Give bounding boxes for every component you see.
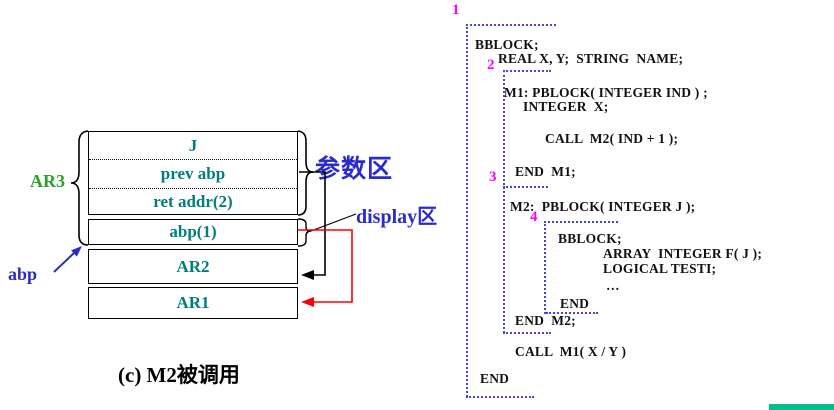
slide-accent-bar (769, 404, 834, 410)
scope-marker-4: 4 (530, 209, 538, 225)
code-line-real-decl: REAL X, Y; STRING NAME; (498, 51, 684, 66)
stack-row-j: J (188, 135, 198, 155)
code-line-array-decl: ARRAY INTEGER F( J ); (603, 246, 763, 261)
ar3-brace (70, 130, 89, 246)
ar3-brace-label: AR3 (30, 171, 65, 191)
scope2-bottom-border (503, 332, 551, 334)
display-area-brace (297, 218, 312, 247)
scope2-top-border (503, 70, 551, 72)
code-line-call-m1: CALL M1( X / Y ) (515, 344, 627, 359)
scope4-top-border (544, 221, 618, 223)
code-line-call-m2: CALL M2( IND + 1 ); (545, 131, 679, 146)
code-line-inner-end: END (560, 296, 590, 311)
param-area-label: 参数区 (315, 155, 394, 183)
abp1-box: abp(1) (88, 219, 298, 245)
display-link-arrowhead (301, 297, 314, 307)
prev-abp-link-line (299, 171, 326, 276)
ar2-frame-box: AR2 (88, 249, 298, 284)
scope1-bottom-border (466, 396, 534, 398)
scope4-left-border (544, 221, 546, 314)
stack-row-ret-addr: ret addr(2) (89, 188, 297, 215)
code-line-end-m2: END M2; (515, 313, 576, 328)
scope-marker-3: 3 (489, 169, 497, 185)
stack-row-abp1: abp(1) (169, 222, 217, 241)
code-line-ellipsis: … (606, 278, 620, 293)
figure-caption: (c) M2被调用 (118, 363, 240, 387)
code-line-m2-pblock: M2: PBLOCK( INTEGER J ); (510, 199, 696, 214)
display-label-leader (310, 213, 357, 232)
ar3-frame-box: J prev abp ret addr(2) (88, 131, 298, 215)
abp-pointer-label: abp (8, 264, 38, 284)
ar1-label: AR1 (176, 293, 210, 312)
code-line-outer-end: END (480, 371, 510, 386)
prev-abp-arrowhead (301, 270, 314, 280)
abp-arrow-line (53, 252, 75, 273)
ar2-label: AR2 (176, 256, 210, 276)
scope3-top-border (503, 186, 548, 188)
code-line-logical-decl: LOGICAL TESTI; (603, 261, 717, 276)
code-line-inner-bblock: BBLOCK; (558, 231, 622, 246)
scope1-left-border (466, 24, 468, 397)
param-area-brace (297, 130, 314, 216)
scope4-bottom-border (546, 312, 598, 314)
code-line-bblock: BBLOCK; (475, 37, 539, 52)
code-line-integer-x: INTEGER X; (523, 99, 609, 114)
code-line-m1-pblock: M1: PBLOCK( INTEGER IND ) ; (504, 85, 708, 100)
scope-marker-1: 1 (452, 2, 460, 18)
scope-marker-2: 2 (487, 57, 495, 73)
scope2-left-border (503, 70, 505, 333)
stack-row-prev-abp: prev abp (89, 159, 297, 188)
display-area-label: display区 (356, 206, 438, 228)
display-link-line (298, 229, 353, 303)
code-line-end-m1: END M1; (515, 164, 576, 179)
ar1-frame-box: AR1 (88, 287, 298, 319)
scope1-top-border (466, 24, 556, 26)
abp-arrowhead (71, 246, 82, 257)
